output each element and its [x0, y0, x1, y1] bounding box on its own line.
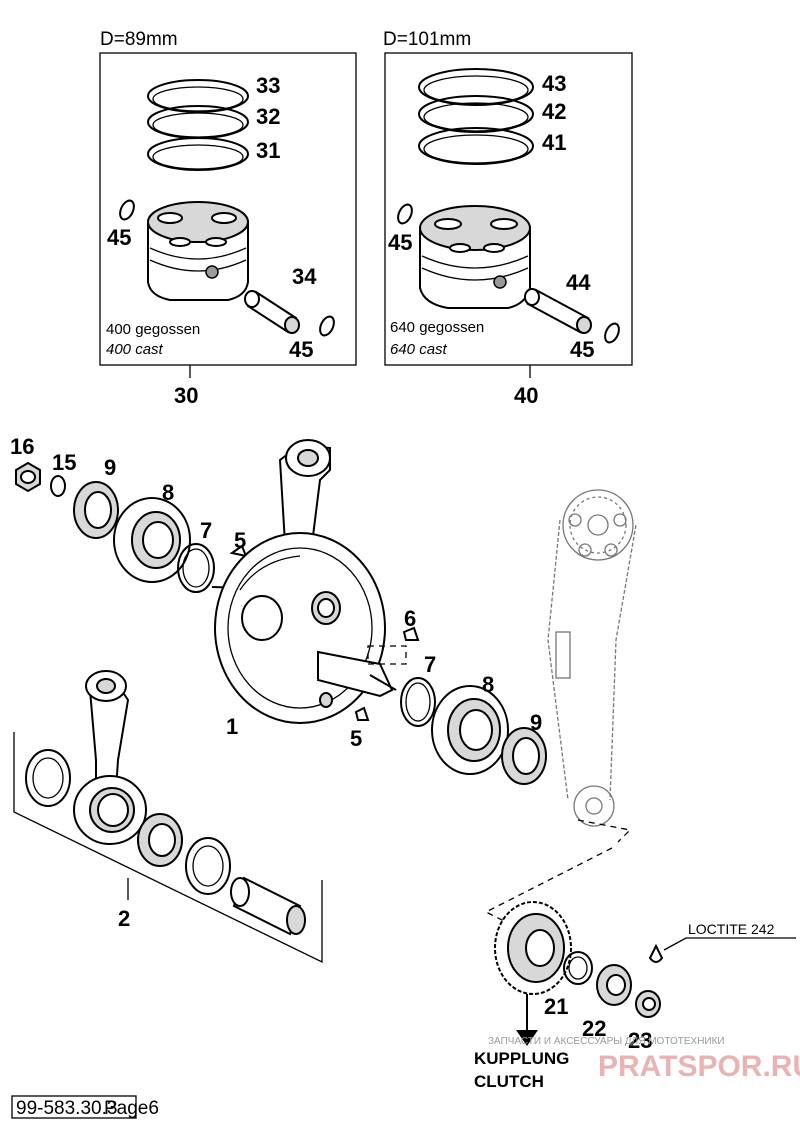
piston-kit-640: D=101mm 43 42 41 45	[383, 29, 633, 408]
clip-label-left-top: 45	[107, 225, 131, 250]
circlip-top-left	[119, 199, 135, 221]
piston-kit-400: D=89mm 33 32 31 45	[99, 29, 357, 408]
clip-label-right-top: 45	[388, 230, 412, 255]
ring-label-42: 42	[542, 99, 566, 124]
piston-pin-left	[244, 290, 300, 334]
oil-seal-left	[73, 481, 119, 539]
label-1: 1	[226, 714, 238, 739]
label-21: 21	[544, 994, 568, 1019]
clutch-arrow-icon	[516, 1030, 538, 1046]
shim-left	[177, 543, 215, 593]
kit-left-caption-de: 400 gegossen	[106, 321, 200, 338]
piston-pin-right	[524, 288, 592, 334]
pin-label-34: 34	[292, 264, 317, 289]
label-7-left: 7	[200, 518, 212, 543]
kit-left-diameter: D=89mm	[100, 29, 178, 50]
kit-left-frame	[99, 52, 357, 366]
clutch-label-en: CLUTCH	[474, 1072, 544, 1091]
oil-seal-right	[501, 727, 547, 785]
kit-number-30: 30	[174, 383, 198, 408]
clip-label-left-bottom: 45	[289, 337, 313, 362]
label-7-right: 7	[424, 652, 436, 677]
clutch-label-de: KUPPLUNG	[474, 1049, 569, 1068]
lock-washer-15	[50, 475, 66, 497]
label-8-left: 8	[162, 480, 174, 505]
circlip-21	[563, 951, 593, 985]
label-23: 23	[628, 1028, 652, 1053]
page-number: Page6	[104, 1098, 159, 1119]
woodruff-key-left	[229, 544, 248, 558]
loctite-leader	[663, 937, 796, 951]
circlip-bottom-left	[319, 315, 335, 337]
primary-gear	[494, 901, 572, 995]
shim-right	[400, 677, 436, 727]
watermark-tagline: ЗАПЧАСТИ И АКСЕССУАРЫ ДЛЯ МОТОТЕХНИКИ	[488, 1036, 725, 1047]
clip-label-right-bottom: 45	[570, 337, 594, 362]
piston-rings-left	[147, 79, 249, 171]
woodruff-key-right-top	[402, 626, 420, 641]
crank-pin	[230, 876, 306, 936]
label-16: 16	[10, 434, 34, 459]
ring-label-43: 43	[542, 71, 566, 96]
label-6: 6	[404, 606, 416, 631]
washer-23	[635, 990, 661, 1018]
piston-rings-right	[418, 68, 534, 165]
ring-label-31: 31	[256, 138, 280, 163]
piston-640	[419, 205, 531, 309]
woodruff-key-right-bottom	[354, 706, 370, 721]
kit-number-40: 40	[514, 383, 538, 408]
label-9-right: 9	[530, 710, 542, 735]
label-2: 2	[118, 906, 130, 931]
doc-number-box	[11, 1095, 137, 1119]
label-5-left: 5	[234, 528, 246, 553]
label-8-right: 8	[482, 672, 494, 697]
conrod-kit	[13, 670, 323, 964]
ring-label-32: 32	[256, 104, 280, 129]
circlip-top-right	[397, 203, 413, 225]
loctite-note: LOCTITE 242	[688, 921, 775, 937]
timing-chain	[547, 489, 637, 827]
kit-right-caption-en: 640 cast	[390, 341, 448, 358]
nut-16	[15, 461, 41, 493]
ring-label-33: 33	[256, 73, 280, 98]
gear-alignment-line	[484, 847, 613, 925]
piston-400	[147, 201, 249, 301]
label-15: 15	[52, 450, 76, 475]
circlip-bottom-right	[604, 322, 620, 344]
label-5-right: 5	[350, 726, 362, 751]
watermark-brand: PRATSPOR.RU	[598, 1050, 800, 1083]
kit-right-caption-de: 640 gegossen	[390, 319, 484, 336]
crankshaft-assembly	[211, 439, 407, 724]
ring-label-41: 41	[542, 130, 566, 155]
label-22: 22	[582, 1016, 606, 1041]
bearing-left	[113, 497, 191, 583]
label-9-left: 9	[104, 455, 116, 480]
kit-right-frame	[384, 52, 633, 366]
pin-label-44: 44	[566, 270, 591, 295]
nut-22	[596, 964, 632, 1006]
kit-right-diameter: D=101mm	[383, 29, 471, 50]
needle-bearing	[137, 813, 183, 867]
loctite-drop	[648, 943, 664, 963]
bearing-right	[431, 685, 509, 775]
kit-left-caption-en: 400 cast	[106, 341, 164, 358]
doc-number: 99-583.30.3	[16, 1098, 117, 1119]
